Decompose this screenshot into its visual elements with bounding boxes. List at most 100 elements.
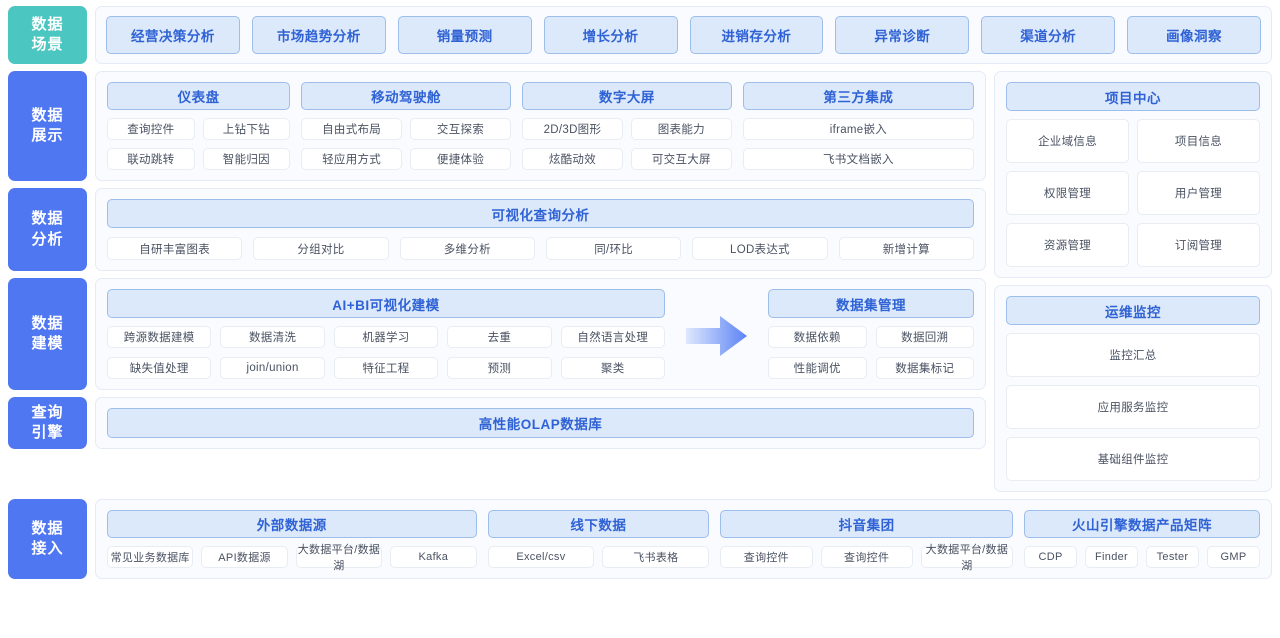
- modeling-chip[interactable]: 数据清洗: [220, 326, 325, 348]
- ingest-chip[interactable]: Kafka: [390, 546, 477, 568]
- ingest-panel: 外部数据源 常见业务数据库 API数据源 大数据平台/数据湖 Kafka 线下数…: [95, 499, 1272, 579]
- display-chip[interactable]: 2D/3D图形: [521, 118, 623, 140]
- ingest-chip[interactable]: CDP: [1024, 546, 1078, 568]
- ingest-chip[interactable]: 查询控件: [820, 546, 913, 568]
- display-chip[interactable]: 智能归因: [202, 148, 291, 170]
- display-chip[interactable]: 飞书文档嵌入: [742, 148, 974, 170]
- rail-line-2: 展示: [31, 127, 64, 144]
- modeling-chip[interactable]: join/union: [220, 357, 325, 379]
- display-chip[interactable]: 轻应用方式: [301, 148, 403, 170]
- ops-monitor-item[interactable]: 监控汇总: [1006, 333, 1260, 377]
- panel-ops-monitor: 运维监控 监控汇总 应用服务监控 基础组件监控: [994, 285, 1272, 492]
- analysis-chip[interactable]: 新增计算: [838, 237, 974, 260]
- rail-line-1: 查询: [31, 403, 64, 421]
- project-center-item[interactable]: 用户管理: [1137, 171, 1260, 215]
- analysis-chip[interactable]: 自研丰富图表: [107, 237, 243, 260]
- modeling-left-title[interactable]: AI+BI可视化建模: [107, 289, 665, 318]
- display-chip[interactable]: 图表能力: [630, 118, 732, 140]
- display-column-third-party: 第三方集成 iframe嵌入 飞书文档嵌入: [742, 82, 974, 170]
- section-query-engine: 查询 引擎 高性能OLAP数据库: [8, 397, 986, 449]
- project-center-item[interactable]: 项目信息: [1137, 119, 1260, 163]
- modeling-chip[interactable]: 机器学习: [333, 326, 439, 348]
- ingest-chip[interactable]: GMP: [1207, 546, 1260, 568]
- ingest-chip[interactable]: Finder: [1085, 546, 1139, 568]
- rail-line-1: 数据: [31, 210, 64, 228]
- ops-monitor-item[interactable]: 应用服务监控: [1006, 385, 1260, 429]
- ops-monitor-item[interactable]: 基础组件监控: [1006, 437, 1260, 481]
- analysis-chip-group: 自研丰富图表 分组对比 多维分析 同/环比 LOD表达式 新增计算: [107, 237, 974, 260]
- modeling-chip[interactable]: 跨源数据建模: [107, 326, 212, 348]
- modeling-chip[interactable]: 去重: [447, 326, 552, 348]
- display-chip[interactable]: 交互探索: [410, 118, 511, 140]
- modeling-chip[interactable]: 聚类: [560, 357, 665, 379]
- ingest-column-title[interactable]: 外部数据源: [107, 510, 477, 538]
- project-center-item[interactable]: 订阅管理: [1137, 223, 1260, 267]
- display-chip[interactable]: 上钻下钻: [202, 118, 291, 140]
- ingest-chip[interactable]: 查询控件: [720, 546, 813, 568]
- dataset-chip[interactable]: 数据集标记: [875, 357, 974, 379]
- rail-label-data-ingest: 数据 接入: [8, 499, 87, 579]
- display-column-title[interactable]: 第三方集成: [742, 82, 974, 110]
- ingest-chip[interactable]: 大数据平台/数据湖: [295, 544, 383, 572]
- analysis-panel: 可视化查询分析 自研丰富图表 分组对比 多维分析 同/环比 LOD表达式 新增计…: [95, 188, 986, 271]
- project-center-item[interactable]: 资源管理: [1006, 223, 1129, 267]
- rail-label-data-display: 数据 展示: [8, 71, 87, 181]
- project-center-item[interactable]: 企业域信息: [1006, 119, 1129, 163]
- dataset-chip[interactable]: 数据回溯: [875, 326, 974, 348]
- scenario-panel: 经营决策分析 市场趋势分析 销量预测 增长分析 进销存分析 异常诊断 渠道分析 …: [95, 6, 1272, 64]
- display-chip[interactable]: 联动跳转: [107, 148, 195, 170]
- rail-line-2: 场景: [31, 36, 64, 53]
- display-chip[interactable]: iframe嵌入: [742, 118, 974, 140]
- display-chip[interactable]: 自由式布局: [301, 118, 403, 140]
- display-chip[interactable]: 炫酷动效: [521, 148, 623, 170]
- ops-monitor-title[interactable]: 运维监控: [1006, 296, 1260, 325]
- ingest-chip[interactable]: 飞书表格: [602, 546, 710, 568]
- ingest-chip[interactable]: 大数据平台/数据湖: [920, 544, 1014, 572]
- modeling-right-group: 数据集管理 数据依赖 数据回溯 性能调优 数据集标记: [768, 289, 974, 379]
- scenario-item[interactable]: 经营决策分析: [106, 16, 240, 54]
- dataset-chip[interactable]: 性能调优: [768, 357, 867, 379]
- modeling-chip[interactable]: 缺失值处理: [107, 357, 212, 379]
- right-arrow-icon: [685, 316, 747, 356]
- ingest-chip[interactable]: Tester: [1146, 546, 1199, 568]
- ingest-column-title[interactable]: 火山引擎数据产品矩阵: [1024, 510, 1260, 538]
- scenario-item[interactable]: 渠道分析: [981, 16, 1116, 54]
- scenario-item[interactable]: 进销存分析: [689, 16, 824, 54]
- project-center-title[interactable]: 项目中心: [1006, 82, 1260, 111]
- ingest-chip-group: Excel/csv 飞书表格: [487, 546, 710, 568]
- scenario-item[interactable]: 销量预测: [397, 16, 532, 54]
- scenario-item[interactable]: 增长分析: [543, 16, 678, 54]
- analysis-chip[interactable]: 多维分析: [399, 237, 535, 260]
- display-column-title[interactable]: 移动驾驶舱: [301, 82, 511, 110]
- modeling-chip[interactable]: 自然语言处理: [560, 326, 665, 348]
- project-center-item[interactable]: 权限管理: [1006, 171, 1129, 215]
- analysis-chip[interactable]: LOD表达式: [692, 237, 828, 260]
- ingest-chip[interactable]: API数据源: [201, 546, 288, 568]
- modeling-right-title[interactable]: 数据集管理: [768, 289, 974, 318]
- ingest-columns: 外部数据源 常见业务数据库 API数据源 大数据平台/数据湖 Kafka 线下数…: [107, 510, 1260, 572]
- analysis-chip[interactable]: 同/环比: [545, 237, 682, 260]
- rail-line-2: 接入: [31, 540, 64, 557]
- modeling-chip[interactable]: 预测: [447, 357, 552, 379]
- display-chip[interactable]: 可交互大屏: [630, 148, 732, 170]
- section-data-ingest: 数据 接入 外部数据源 常见业务数据库 API数据源 大数据平台/数据湖 Kaf…: [8, 499, 1272, 579]
- analysis-chip[interactable]: 分组对比: [253, 237, 389, 260]
- engine-title[interactable]: 高性能OLAP数据库: [107, 408, 974, 438]
- scenario-item[interactable]: 市场趋势分析: [251, 16, 386, 54]
- section-data-scenario: 数据 场景 经营决策分析 市场趋势分析 销量预测 增长分析 进销存分析 异常诊断…: [8, 6, 1272, 64]
- ingest-chip[interactable]: 常见业务数据库: [107, 546, 194, 568]
- display-column-title[interactable]: 数字大屏: [521, 82, 732, 110]
- analysis-title[interactable]: 可视化查询分析: [107, 199, 974, 228]
- dataset-chip[interactable]: 数据依赖: [768, 326, 867, 348]
- modeling-chip[interactable]: 特征工程: [333, 357, 439, 379]
- project-center-grid: 企业域信息 项目信息 权限管理 用户管理 资源管理 订阅管理: [1006, 119, 1260, 267]
- scenario-item[interactable]: 异常诊断: [835, 16, 970, 54]
- display-chip[interactable]: 查询控件: [107, 118, 195, 140]
- ingest-column-title[interactable]: 抖音集团: [720, 510, 1014, 538]
- display-column-title[interactable]: 仪表盘: [107, 82, 291, 110]
- display-chip[interactable]: 便捷体验: [410, 148, 511, 170]
- ingest-chip[interactable]: Excel/csv: [487, 546, 595, 568]
- rail-line-1: 数据: [31, 314, 64, 332]
- scenario-item[interactable]: 画像洞察: [1127, 16, 1261, 54]
- ingest-column-title[interactable]: 线下数据: [487, 510, 710, 538]
